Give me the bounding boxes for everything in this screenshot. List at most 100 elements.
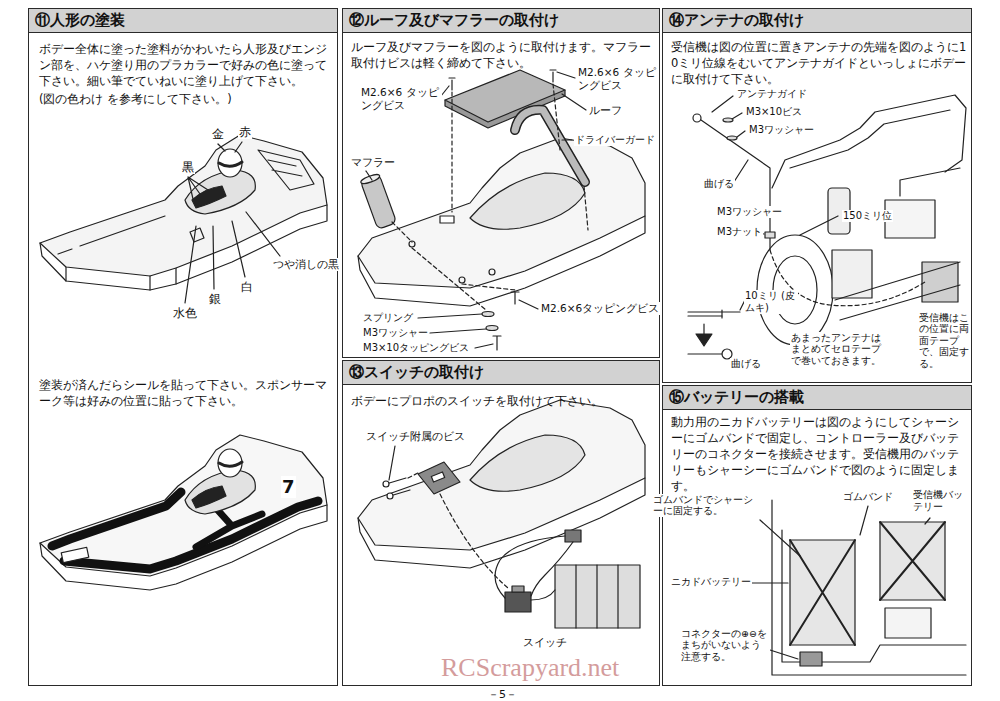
leader-line (235, 142, 242, 152)
leader-line (389, 446, 395, 480)
part-label: ルーフ (588, 104, 623, 117)
instruction-panel: ⑬スイッチの取付けボデーにプロポのスイッチを取付けて下さい。 (342, 360, 660, 686)
part-label: M3ワッシャー (716, 206, 783, 218)
body-tub (489, 269, 495, 275)
chassis (790, 110, 950, 168)
antenna-wire (765, 232, 775, 238)
part-label: 水色 (172, 306, 198, 320)
race-number: 7 (281, 476, 296, 498)
switch-and-battery (555, 565, 640, 628)
painted-body (190, 228, 204, 242)
part-label: スイッチ附属のビス (365, 430, 466, 443)
switch-plate (418, 462, 460, 494)
part-label: 黒 (181, 160, 195, 174)
section-heading: ⑮バッテリーの搭載 (663, 386, 971, 410)
watermark: RCScrapyard.net (440, 652, 620, 683)
part-label: 曲げる (703, 178, 735, 190)
part-label: M3ワッシャー (748, 124, 815, 136)
instruction-text: 受信機は図の位置に置きアンテナの先端を図のように10ミリ位線をむいてアンテナガイ… (671, 39, 967, 87)
chassis-top-view (880, 522, 945, 600)
stickered-body (40, 435, 327, 590)
section-heading: ⑫ルーフ及びマフラーの取付け (343, 9, 659, 33)
inset-wire (688, 315, 722, 316)
switch-plate (387, 493, 393, 499)
switch-and-battery (576, 565, 618, 628)
part-label: マフラー (350, 156, 396, 169)
assembly-line (412, 248, 486, 310)
assembly-line (462, 284, 515, 290)
leader-line (712, 96, 733, 112)
chassis-top-view (772, 500, 966, 675)
part-label: M3×10タッピングビス (362, 342, 470, 354)
screw (486, 326, 498, 331)
switch-and-battery (495, 530, 640, 628)
switch-and-battery (565, 530, 581, 542)
stickered-body (219, 462, 242, 466)
switch-plate (383, 462, 460, 499)
body-tub (358, 138, 645, 306)
inset-wire (688, 300, 745, 359)
page-number: －5－ (487, 688, 518, 701)
muffler (360, 174, 397, 230)
stickered-body (64, 501, 318, 569)
instruction-text: (図の色わけ を参考にして下さい。) (39, 91, 331, 107)
body-tub (470, 173, 585, 229)
part-label: ニカドバッテリー (670, 576, 752, 588)
leader-line (232, 221, 245, 277)
stickered-body (52, 492, 181, 546)
muffler (360, 173, 381, 185)
leader-line (185, 226, 196, 303)
section-heading: ⑬スイッチの取付け (343, 361, 659, 385)
leader-line (562, 139, 572, 140)
part-label: 受信機バッテリー (912, 489, 968, 513)
section-heading: ⑭アンテナの取付け (663, 9, 971, 33)
stickered-body (61, 547, 89, 562)
painted-body (185, 170, 255, 214)
switch-plate (431, 472, 444, 482)
painted-body (219, 162, 242, 166)
part-label: M3ナット (716, 226, 763, 238)
part-label: M2.6×6タッピングビス (540, 302, 660, 315)
body-tub (470, 435, 585, 491)
leader-line (430, 329, 486, 333)
illustration-lines (40, 70, 966, 675)
part-label: つや消しの黒 (272, 258, 340, 271)
instruction-text: 動力用のニカドバッテリーは図のようにしてシャーシーにゴムバンドで固定し、コントロ… (671, 414, 967, 494)
inset-wire (688, 311, 740, 312)
switch-plate (383, 481, 389, 487)
body-tub (358, 400, 645, 568)
stickered-body (40, 435, 327, 576)
part-label: 150ミリ位 (842, 210, 893, 222)
instruction-panel: ⑪人形の塗装ボデー全体に塗った塗料がかわいたら人形及びエンジン部を、ハケ塗り用の… (28, 8, 338, 686)
instruction-text: ボデーにプロポのスイッチを取付けて下さい。 (351, 393, 653, 409)
part-label: M3×10ビス (745, 106, 803, 118)
chassis-top-view (800, 652, 822, 666)
leader-line (185, 142, 280, 303)
part-label: スイッチ (522, 636, 568, 649)
leader-line (366, 171, 372, 180)
part-label: スプリング (362, 312, 414, 324)
antenna-wire (693, 114, 925, 306)
leader-line (800, 216, 838, 235)
switch-and-battery (531, 542, 573, 596)
leader-line (752, 582, 788, 583)
part-label: ドライバーガード (574, 134, 656, 146)
inset-wire (696, 324, 712, 346)
chassis-top-view (885, 608, 931, 638)
part-label: 曲げる (730, 358, 762, 370)
stickered-body (192, 486, 226, 508)
screw (550, 70, 556, 82)
painted-body (58, 216, 176, 290)
painted-body (258, 150, 314, 190)
inset-wire (688, 353, 722, 354)
leader-line (732, 113, 742, 119)
leader-line (737, 131, 745, 137)
part-label: 白 (240, 280, 254, 294)
painted-body (40, 205, 327, 290)
body-tub (440, 216, 454, 223)
switch-and-battery (505, 592, 531, 612)
assembly-line (408, 472, 420, 478)
switch-and-battery (512, 586, 524, 592)
inset-wire (721, 310, 722, 318)
leader-line (752, 506, 930, 659)
